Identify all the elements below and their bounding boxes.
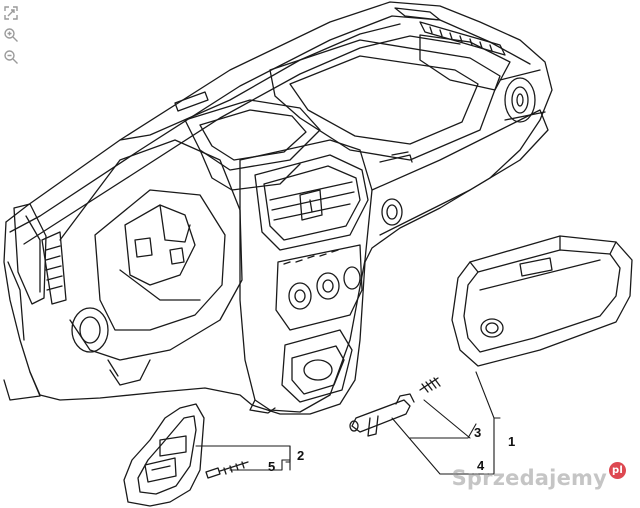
fullscreen-button[interactable] — [2, 4, 20, 22]
callout-1: 1 — [508, 434, 515, 449]
instrument-cluster-area — [59, 139, 243, 386]
lower-trim-panel — [123, 403, 205, 507]
callout-3: 3 — [474, 425, 481, 440]
dashboard-body — [3, 1, 553, 415]
sprzedajemy-watermark: Sprzedajemy pl — [451, 462, 626, 490]
glovebox — [451, 235, 633, 367]
left-side-vent — [3, 203, 109, 401]
zoom-in-icon — [4, 28, 18, 42]
spring — [419, 377, 441, 393]
leader-lines — [195, 371, 501, 475]
screw — [205, 461, 249, 479]
zoom-in-button[interactable] — [2, 26, 20, 44]
watermark-text: Sprzedajemy — [451, 466, 607, 490]
callout-5: 5 — [268, 459, 275, 474]
callout-2: 2 — [297, 448, 304, 463]
latch-rod — [349, 393, 415, 437]
fullscreen-icon — [4, 6, 18, 20]
zoom-out-icon — [4, 50, 18, 64]
right-dashboard-section — [371, 69, 549, 236]
center-console — [239, 139, 373, 414]
zoom-out-button[interactable] — [2, 48, 20, 66]
viewer-toolbar — [2, 4, 22, 66]
callout-4: 4 — [477, 458, 485, 473]
watermark-badge: pl — [609, 462, 626, 479]
